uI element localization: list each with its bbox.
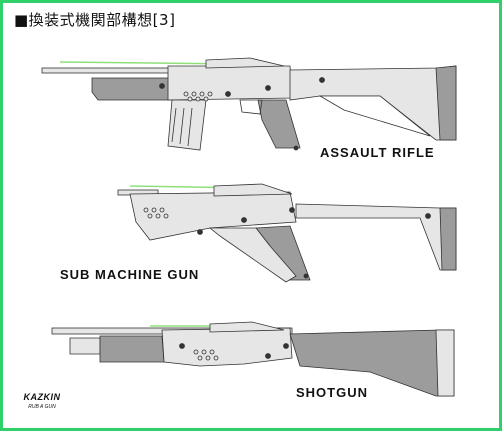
smg-drawing — [117, 183, 457, 283]
sg-forend — [99, 335, 165, 363]
brand-logo: KAZKIN RUB A GUN — [14, 392, 70, 414]
page-title: ■換装式機関部構想[3] — [14, 11, 176, 29]
sg-tube — [69, 337, 101, 355]
sg-stock-butt — [435, 329, 455, 397]
sg-receiver — [161, 327, 293, 367]
ar-handguard — [91, 77, 173, 101]
smg-upper — [213, 183, 293, 197]
ar-grip — [257, 99, 301, 149]
smg-stock-butt — [439, 207, 457, 271]
ar-magazine — [167, 99, 207, 151]
ar-upper-detail — [205, 57, 285, 69]
smg-stock — [295, 203, 457, 271]
smg-label: SUB MACHINE GUN — [60, 267, 200, 282]
ar-stock-butt — [435, 65, 457, 141]
smg-guard — [208, 227, 297, 283]
assault-rifle-drawing — [41, 57, 457, 151]
logo-name: KAZKIN — [23, 392, 61, 402]
sg-upper — [209, 321, 285, 333]
assault-rifle-label: ASSAULT RIFLE — [320, 145, 435, 160]
shotgun-drawing — [51, 321, 455, 397]
shotgun-label: SHOTGUN — [296, 385, 368, 400]
logo-sub: RUB A GUN — [28, 404, 56, 410]
